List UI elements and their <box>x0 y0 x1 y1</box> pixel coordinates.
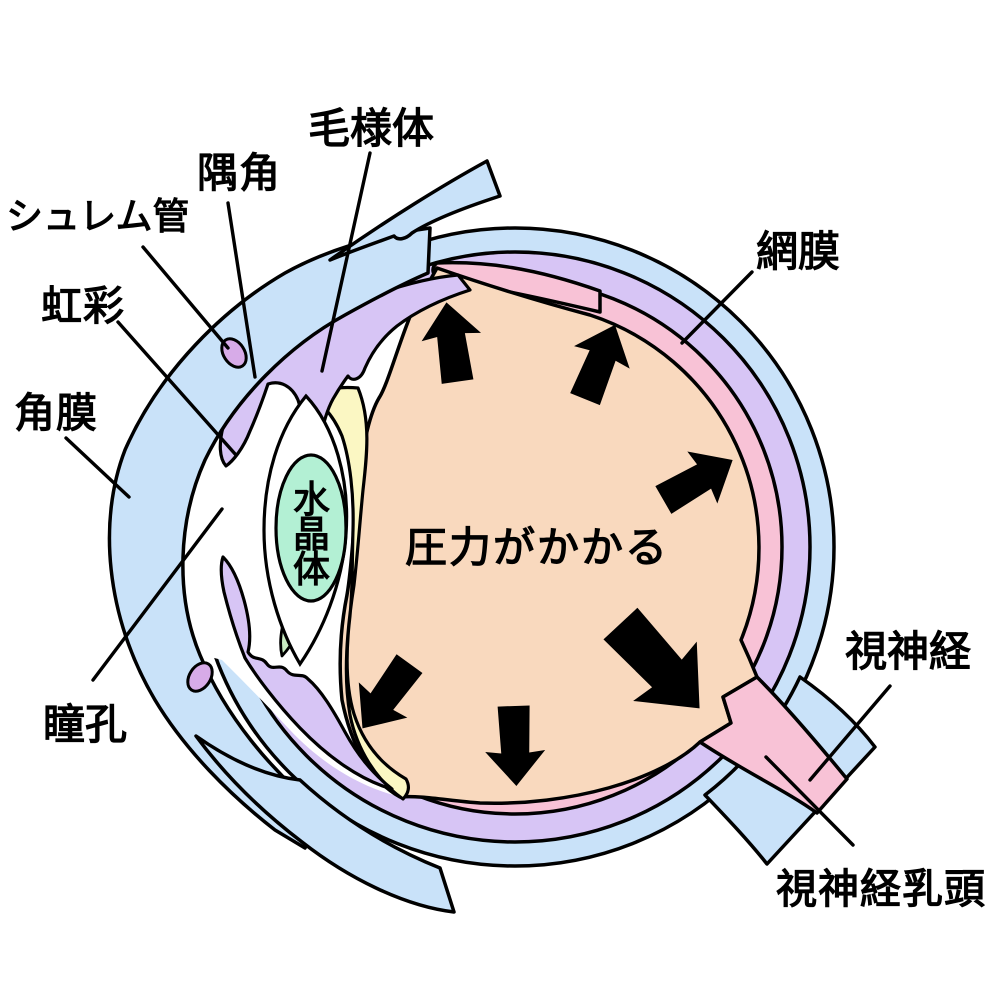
label-pupil: 瞳孔 <box>43 702 127 749</box>
label-iris: 虹彩 <box>41 283 125 329</box>
muscle-swoosh-top <box>328 159 502 262</box>
pressure-arrow-right-up <box>655 451 733 514</box>
label-line-cornea <box>64 436 131 499</box>
lens <box>274 453 348 603</box>
pressure-arrow-down-left <box>358 654 423 729</box>
pressure-arrow-up-left <box>421 302 482 384</box>
label-optic-nerve: 視神経 <box>845 629 972 676</box>
label-schlemm-canal: シュレム管 <box>6 196 190 238</box>
pressure-arrow-down-right-large <box>603 607 700 709</box>
label-line-angle <box>226 201 257 379</box>
cornea-band <box>107 226 432 850</box>
label-ciliary-body: 毛様体 <box>308 106 434 153</box>
label-angle: 隅角 <box>197 150 281 196</box>
label-cornea: 角膜 <box>14 390 98 436</box>
pressure-arrow-down <box>485 705 546 786</box>
muscle-swoosh-bottom <box>194 734 456 914</box>
label-lens-char-2: 晶 <box>293 515 330 556</box>
pressure-text: 圧力がかかる <box>405 525 669 572</box>
label-lens: 水 晶 体 <box>293 479 331 591</box>
pressure-arrows <box>358 302 733 786</box>
pressure-arrow-up-right <box>570 324 630 406</box>
leader-lines <box>64 151 892 847</box>
label-line-optic-nerve <box>808 684 892 782</box>
label-line-retina <box>680 270 754 345</box>
label-lens-char-3: 体 <box>293 549 330 591</box>
schlemm-canal-lower <box>186 661 214 693</box>
label-line-optic-disc <box>764 755 855 847</box>
inner-membrane-layer <box>306 385 410 801</box>
label-lens-char-1: 水 <box>293 479 331 521</box>
ciliary-body-iris-lower <box>219 555 394 791</box>
label-retina: 網膜 <box>756 229 840 276</box>
label-line-schlemm <box>141 245 230 350</box>
label-line-pupil <box>91 507 224 682</box>
label-line-ciliary-body <box>320 151 372 373</box>
label-line-iris <box>116 320 238 457</box>
label-optic-disc: 視神経乳頭 <box>776 866 986 912</box>
